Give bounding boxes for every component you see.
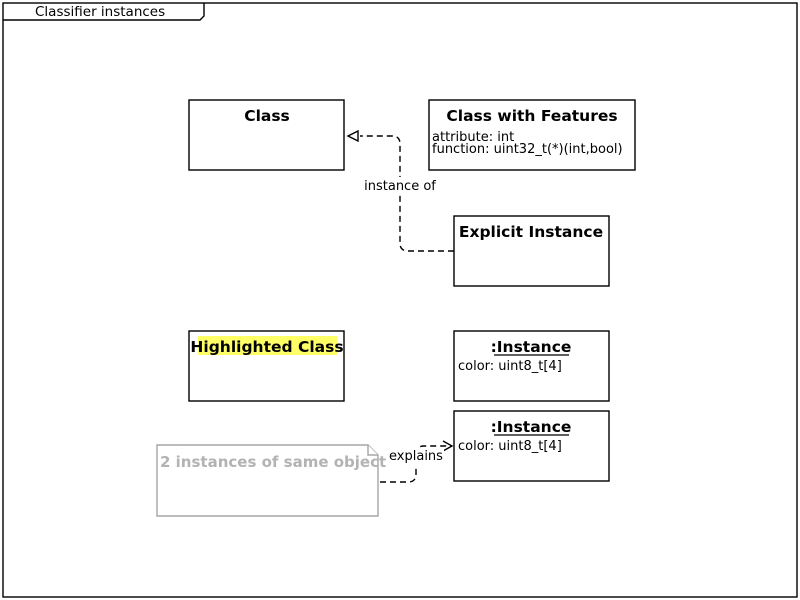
class-function: function: uint32_t(*)(int,bool) [432, 142, 623, 157]
instance-of-label: instance of [364, 179, 436, 194]
explicit-instance-name: Explicit Instance [459, 223, 603, 241]
instance-attribute-1: color: uint8_t[4] [458, 359, 562, 374]
instance-of-arrowhead [346, 129, 359, 143]
explicit-instance-box[interactable]: Explicit Instance [453, 215, 610, 287]
highlighted-class-box[interactable]: Highlighted Class [188, 330, 345, 402]
note-text: 2 instances of same object [160, 453, 386, 471]
instance-box-2[interactable]: :Instance color: uint8_t[4] [453, 410, 610, 482]
highlight-background [198, 336, 337, 355]
instance-name-2: :Instance [491, 418, 572, 436]
class-box[interactable]: Class [188, 99, 345, 171]
highlighted-class-name: Highlighted Class [190, 338, 343, 356]
instance-of-connector[interactable]: instance of [346, 129, 454, 252]
class-with-features-box[interactable]: Class with Features attribute: int funct… [428, 99, 636, 171]
instance-box-1[interactable]: :Instance color: uint8_t[4] [453, 330, 610, 402]
frame-title-tab [3, 3, 205, 21]
class-name: Class [244, 107, 290, 125]
explains-arrowhead [442, 440, 454, 452]
instance-attribute-2: color: uint8_t[4] [458, 439, 562, 454]
explains-label: explains [389, 449, 443, 464]
instance-of-label-bg [358, 177, 442, 195]
frame-title: Classifier instances [35, 4, 165, 20]
class-attribute: attribute: int [432, 130, 514, 145]
class-with-features-name: Class with Features [446, 107, 617, 125]
instance-name-1: :Instance [491, 338, 572, 356]
explains-connector[interactable]: explains [380, 440, 454, 483]
explains-label-bg [388, 448, 444, 465]
note-box[interactable]: 2 instances of same object [156, 444, 386, 517]
